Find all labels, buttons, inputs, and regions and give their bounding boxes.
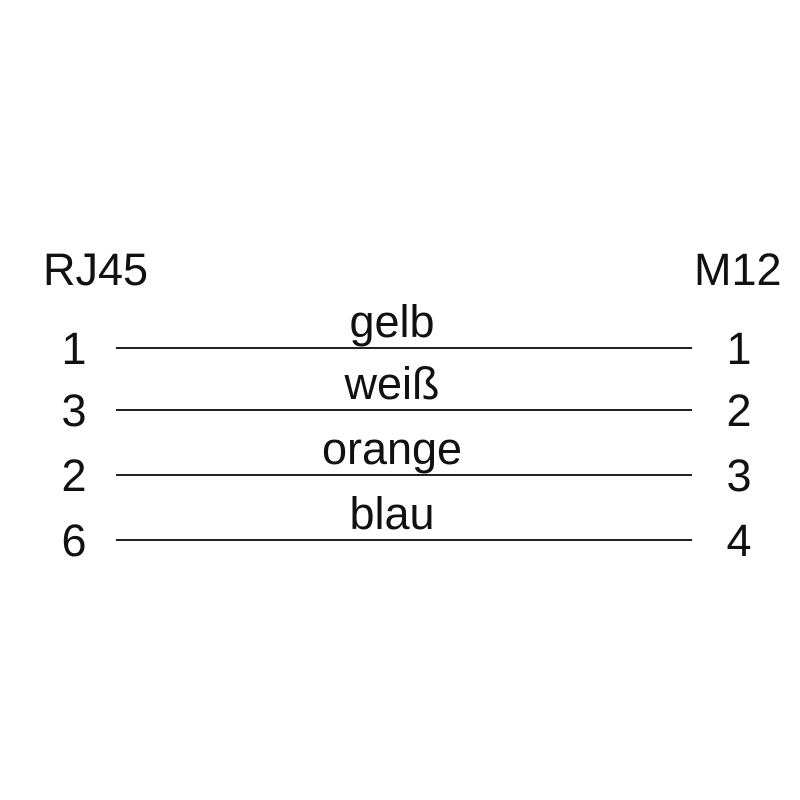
wire-color-label: gelb [349,296,435,347]
right-pin-number: 4 [726,515,752,566]
wire-color-label: orange [321,423,463,474]
left-connector-label: RJ45 [43,244,149,295]
right-connector-label: M12 [694,244,782,295]
right-pin-number: 1 [726,323,752,374]
right-pin-number: 3 [726,450,752,501]
wire-color-label: weiß [344,358,440,409]
left-pin-number: 2 [61,450,87,501]
wire-line [116,347,692,349]
right-pin-number: 2 [726,385,752,436]
left-pin-number: 3 [61,385,87,436]
wire-line [116,474,692,476]
wire-color-label: blau [349,488,435,539]
wire-line [116,539,692,541]
wire-line [116,409,692,411]
left-pin-number: 6 [61,515,87,566]
left-pin-number: 1 [61,323,87,374]
